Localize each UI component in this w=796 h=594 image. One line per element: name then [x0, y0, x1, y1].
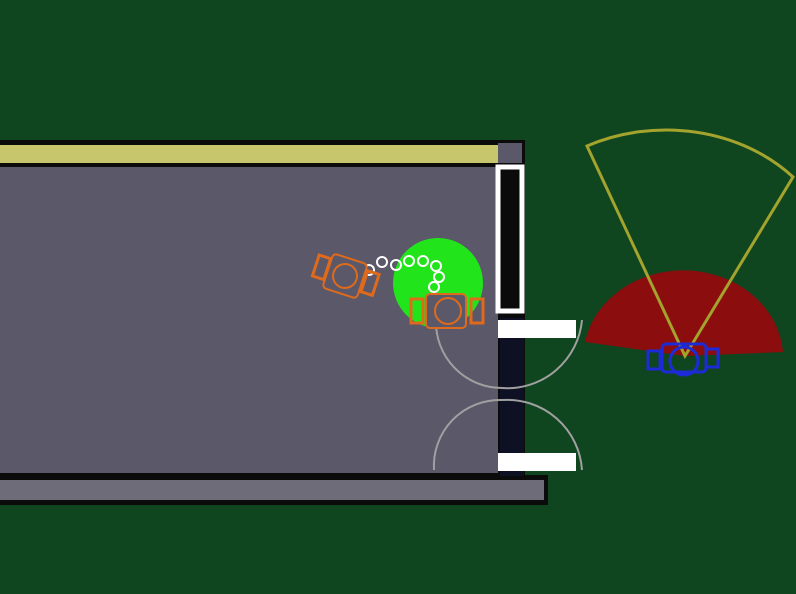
- guard-vision-ray-right: [684, 176, 794, 357]
- guard-left-shoulder: [646, 349, 662, 371]
- door-right-upper[interactable]: [498, 320, 576, 338]
- chain-node: [376, 256, 388, 268]
- player-2-head: [434, 297, 462, 325]
- door-swing-arc-lower: [432, 398, 503, 471]
- player-1-head: [332, 263, 358, 289]
- chain-node: [390, 259, 402, 271]
- chain-node: [428, 281, 440, 293]
- player-character-1[interactable]: [310, 249, 382, 303]
- door-swing-arc-upper-right: [501, 319, 583, 390]
- chain-node: [430, 260, 442, 272]
- yellow-wall-strip: [0, 145, 498, 163]
- player-1-right-shoulder: [359, 268, 382, 298]
- door-frame-upper[interactable]: [495, 164, 525, 314]
- chain-node: [417, 255, 429, 267]
- chain-node: [433, 271, 445, 283]
- door-frame-top-tab: [498, 143, 522, 163]
- door-swing-arc-upper: [434, 319, 503, 389]
- guard-vision-outer-range: [584, 128, 795, 360]
- player-character-2[interactable]: [409, 293, 485, 329]
- guard-character[interactable]: [646, 342, 720, 377]
- doors: [432, 143, 583, 471]
- chain-node: [403, 255, 415, 267]
- guard-vision-ray-left: [586, 145, 686, 357]
- guard-head: [668, 345, 700, 377]
- player-2-right-shoulder: [469, 297, 485, 325]
- player-2-left-shoulder: [409, 297, 425, 325]
- corridor-lower-ledge: [0, 480, 544, 500]
- dark-gap: [500, 318, 524, 476]
- door-swing-arc-lower-right: [501, 398, 583, 471]
- guard-vision: [584, 128, 795, 360]
- guard-body: [660, 342, 708, 374]
- door-right-lower[interactable]: [498, 453, 576, 471]
- guard-vision-cone: [585, 270, 783, 356]
